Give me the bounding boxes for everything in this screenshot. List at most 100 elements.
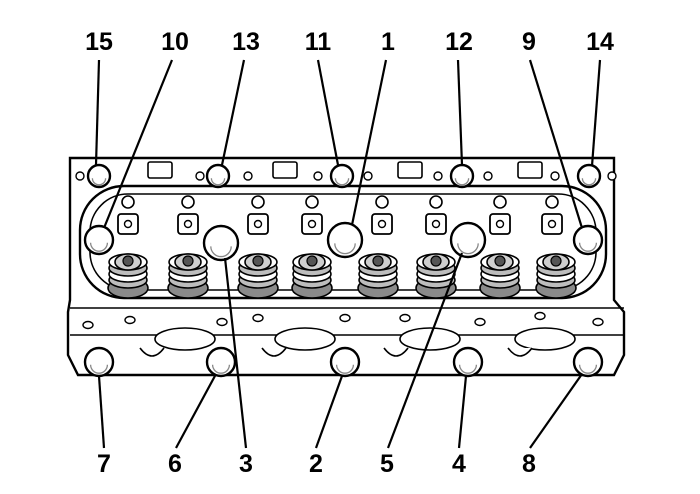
bolt-shading [91, 178, 107, 186]
callout-1: 1 [381, 28, 395, 56]
head-bolt-8 [572, 346, 604, 378]
valve-spring [237, 253, 279, 299]
deck-hole [82, 320, 94, 330]
head-bolt-15 [86, 163, 112, 189]
valve-spring [167, 253, 209, 299]
top-hole [75, 171, 85, 181]
deck-hole [339, 313, 351, 323]
valve-stem [494, 255, 506, 267]
oil-hole [305, 195, 319, 209]
bolt-shading [458, 364, 478, 374]
top-hole [433, 171, 443, 181]
deck-hole [474, 317, 486, 327]
leader-13 [220, 59, 246, 166]
exhaust-port-1 [139, 347, 165, 357]
leader-2 [314, 375, 344, 449]
head-bolt-3 [202, 224, 240, 262]
exhaust-port-2 [261, 347, 287, 357]
oil-hole [375, 195, 389, 209]
exhaust-port-4 [507, 347, 533, 357]
top-slot [397, 161, 423, 179]
callout-2: 2 [309, 450, 323, 478]
callout-14: 14 [586, 28, 614, 56]
deck-hole [534, 311, 546, 321]
leader-11 [316, 59, 340, 166]
top-slot [272, 161, 298, 179]
leader-4 [457, 375, 468, 449]
bolt-shading [89, 242, 109, 252]
leader-1 [350, 59, 388, 226]
valve-spring [415, 253, 457, 299]
head-bolt-11 [329, 163, 355, 189]
oil-holes [121, 195, 559, 209]
callout-3: 3 [239, 450, 253, 478]
callout-11: 11 [305, 28, 332, 56]
bolt-shading [89, 364, 109, 374]
oil-hole [181, 195, 195, 209]
valve-stem [306, 255, 318, 267]
bolt-shading [578, 242, 598, 252]
callout-4: 4 [452, 450, 466, 478]
head-bolts [83, 163, 604, 378]
bolt-shading [211, 364, 231, 374]
top-slot [147, 161, 173, 179]
bolt-shading [210, 178, 226, 186]
valve-spring [357, 253, 399, 299]
valve-stem [550, 255, 562, 267]
bolt-shading [578, 364, 598, 374]
top-hole [313, 171, 323, 181]
top-hole [363, 171, 373, 181]
top-hole [483, 171, 493, 181]
valve-stem [430, 255, 442, 267]
callout-7: 7 [97, 450, 111, 478]
guide-hole [253, 219, 263, 229]
callout-5: 5 [380, 450, 394, 478]
head-bolt-1 [326, 221, 364, 259]
head-bolt-13 [205, 163, 231, 189]
top-hole [607, 171, 617, 181]
leader-5 [386, 252, 464, 449]
top-hole [243, 171, 253, 181]
leader-12 [456, 59, 464, 166]
valve-stem [372, 255, 384, 267]
top-hole [195, 171, 205, 181]
head-bolt-4 [452, 346, 484, 378]
oil-hole [545, 195, 559, 209]
callout-8: 8 [522, 450, 536, 478]
intake-port-1 [154, 327, 216, 351]
bolt-shading [454, 178, 470, 186]
guide-hole [123, 219, 133, 229]
head-bolt-2 [329, 346, 361, 378]
valve-springs [107, 253, 577, 299]
head-bolt-5 [449, 221, 487, 259]
oil-hole [493, 195, 507, 209]
deck-holes [82, 311, 604, 330]
head-bolt-12 [449, 163, 475, 189]
head-bolt-9 [572, 224, 604, 256]
head-bolt-14 [576, 163, 602, 189]
deck-hole [216, 317, 228, 327]
leader-9 [528, 59, 584, 229]
top-hole [550, 171, 560, 181]
pushrod-guides [117, 213, 563, 235]
valve-stem [182, 255, 194, 267]
exhaust-port-3 [383, 347, 409, 357]
leader-3 [223, 257, 248, 449]
valve-spring [479, 253, 521, 299]
bolt-shading [334, 243, 356, 255]
head-bolt-6 [205, 346, 237, 378]
top-slot [517, 161, 543, 179]
guide-hole [307, 219, 317, 229]
callout-15: 15 [85, 28, 113, 56]
cylinder-head [66, 156, 626, 377]
leader-lines [94, 59, 602, 449]
deck-hole [592, 317, 604, 327]
deck-hole [399, 313, 411, 323]
guide-hole [495, 219, 505, 229]
intake-port-4 [514, 327, 576, 351]
oil-hole [121, 195, 135, 209]
bolt-shading [334, 178, 350, 186]
oil-hole [429, 195, 443, 209]
